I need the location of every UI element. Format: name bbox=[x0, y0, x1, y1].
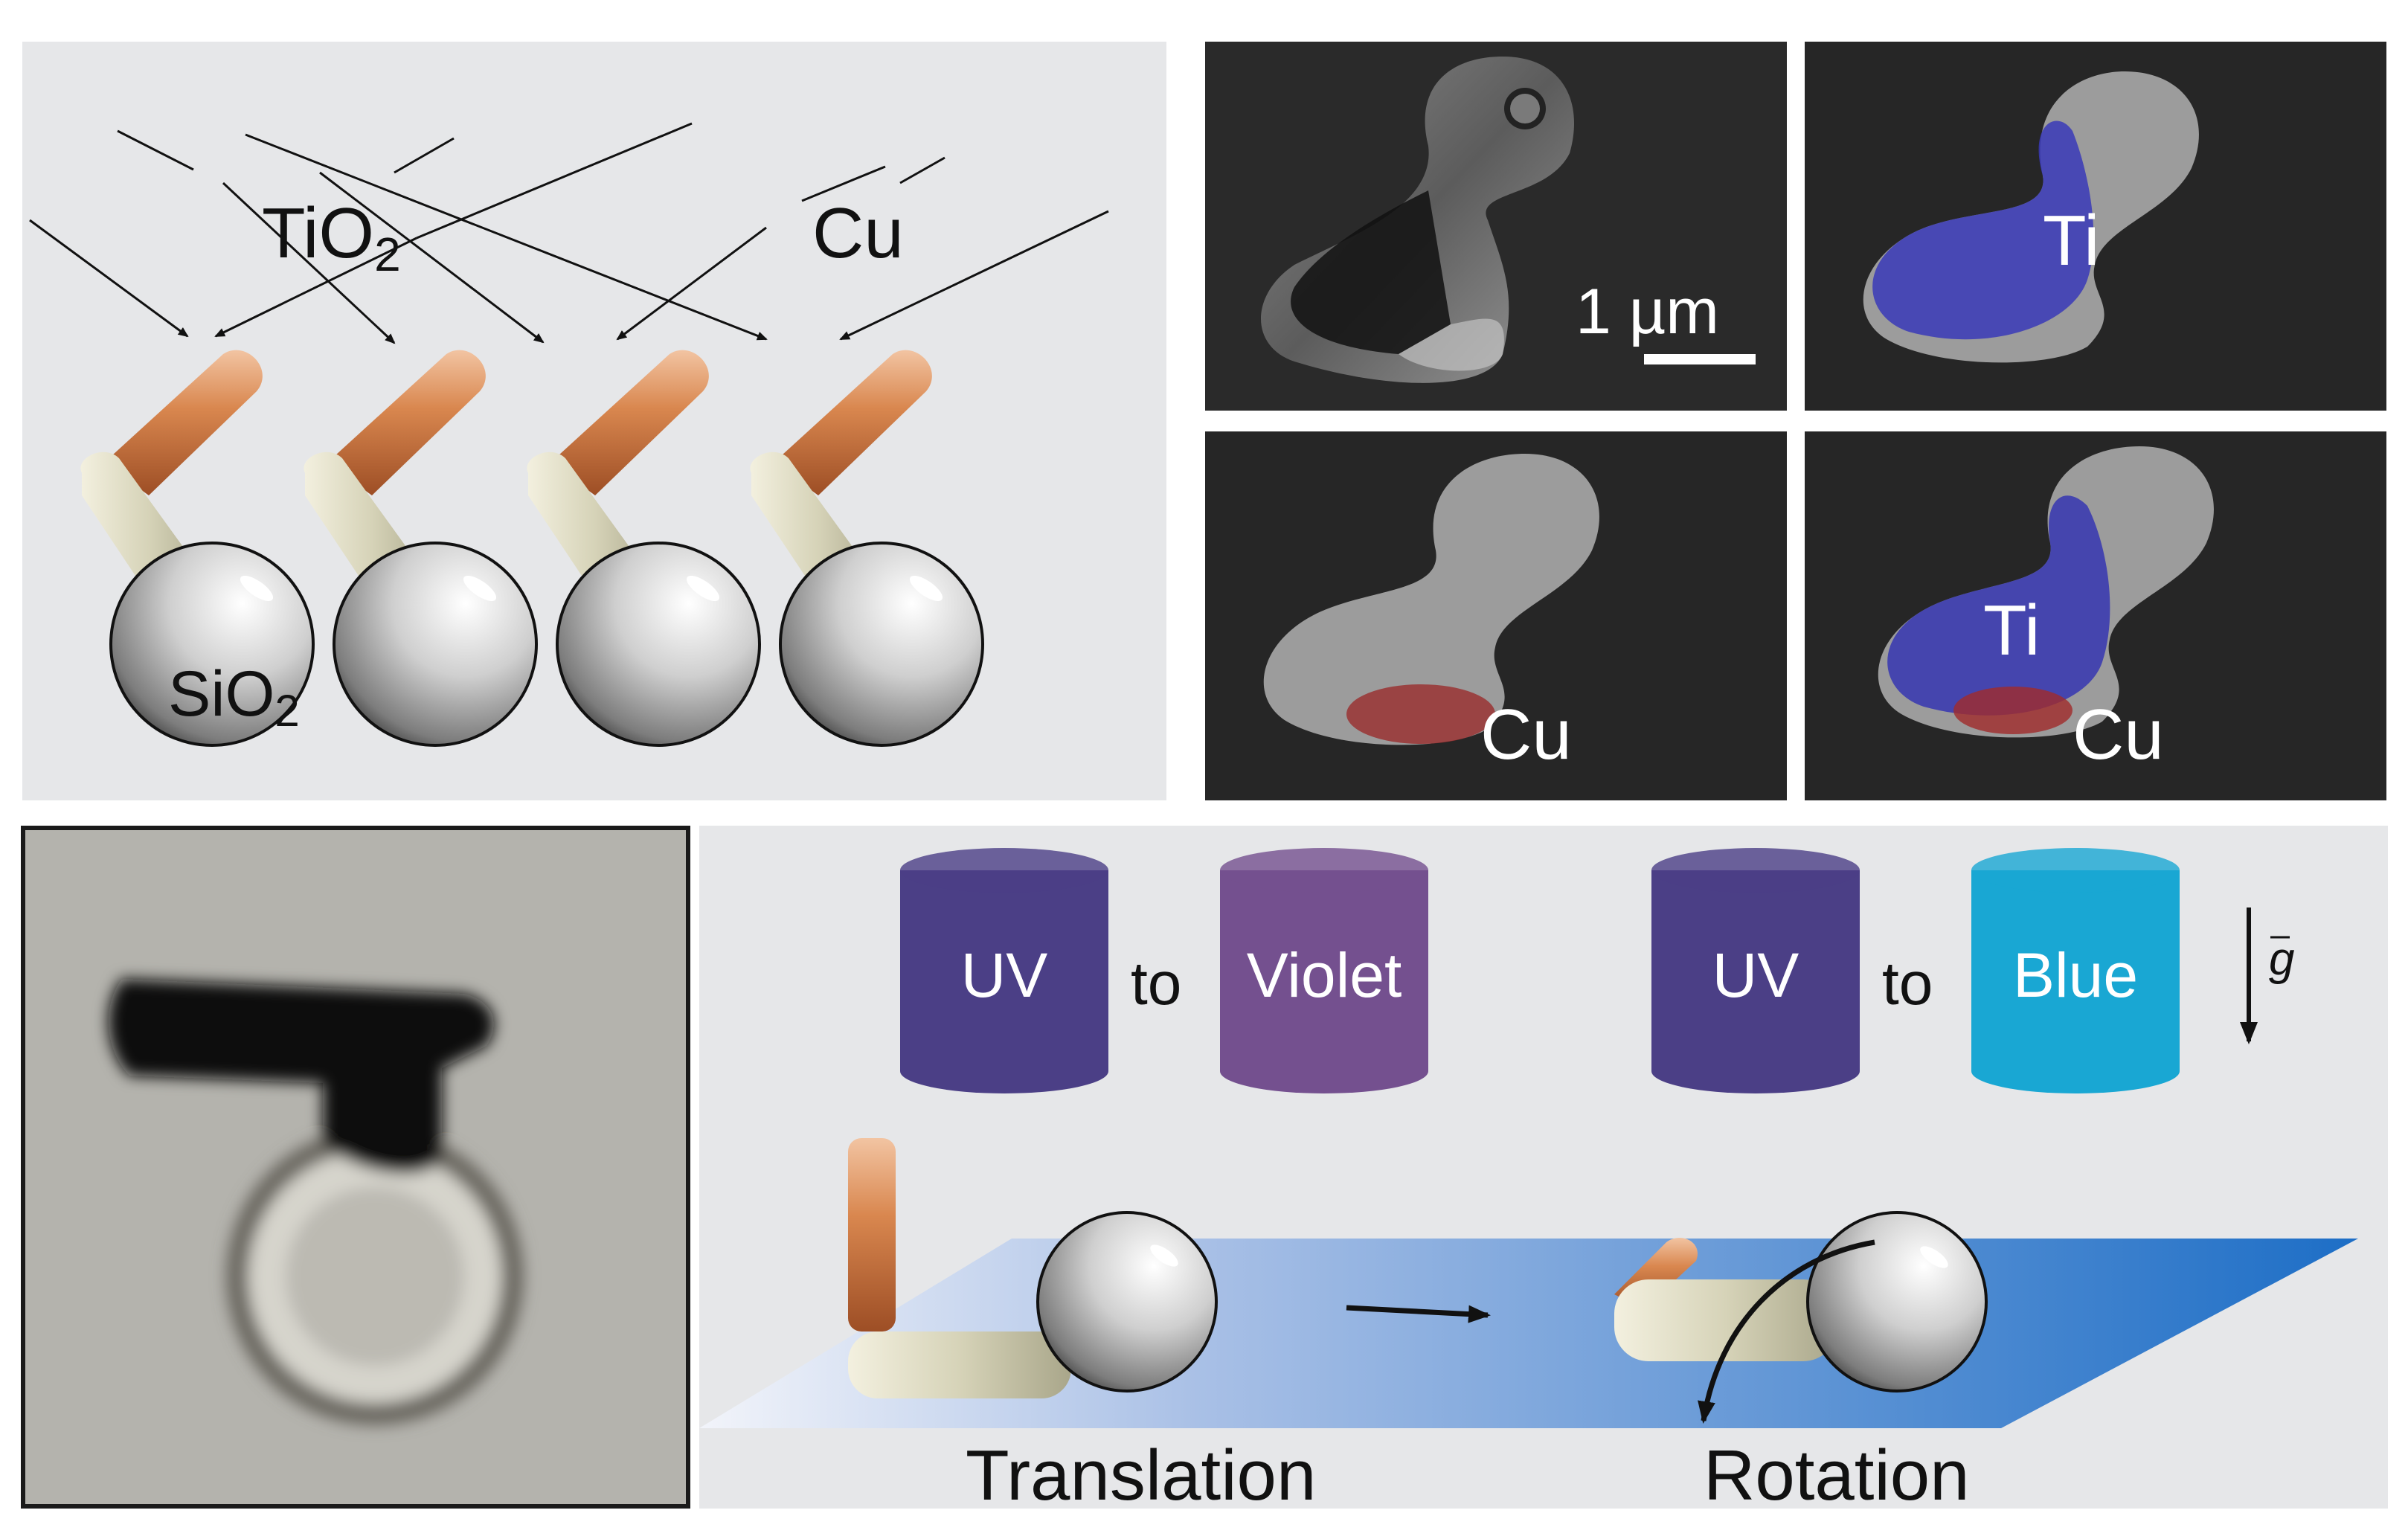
cylinder-top bbox=[1220, 848, 1428, 893]
rotation-arrow bbox=[1698, 1239, 1875, 1424]
rotating-structure bbox=[1614, 1211, 1988, 1392]
tio2-arm bbox=[1614, 1279, 1837, 1361]
tio2-label: TiO2 bbox=[262, 193, 401, 281]
optical-micrograph-panel bbox=[21, 826, 690, 1509]
scale-bar-label: 1 µm bbox=[1576, 276, 1719, 347]
tio2-arm bbox=[848, 1331, 1071, 1398]
svg-text:g: g bbox=[2269, 934, 2294, 985]
cylinder-body bbox=[1651, 870, 1860, 1093]
translating-structure bbox=[848, 1138, 1218, 1398]
translation-arrow bbox=[1346, 1305, 1491, 1323]
ti-map-label: Ti bbox=[2043, 201, 2099, 280]
sio2-label: SiO2 bbox=[168, 658, 300, 736]
scale-bar bbox=[1644, 354, 1756, 364]
cu-arm bbox=[550, 350, 709, 495]
cylinder-body bbox=[1220, 870, 1428, 1093]
edx-overlay-map: Ti Cu bbox=[1805, 431, 2386, 800]
sphere-highlight bbox=[240, 575, 274, 602]
cylinder-body bbox=[900, 870, 1108, 1093]
motion-modes-panel: UV Violet UV Blue to to g Translation Rotat… bbox=[699, 826, 2388, 1509]
sio2-sphere bbox=[1036, 1211, 1218, 1392]
light-label: Violet bbox=[1247, 940, 1402, 1010]
to-word-2: to bbox=[1882, 950, 1933, 1018]
gravity-indicator: g bbox=[2240, 908, 2294, 1044]
cylinder-top bbox=[1651, 848, 1860, 893]
sem-edx-panel: 1 µm Ti Cu Ti Cu bbox=[1205, 42, 2388, 800]
sio2-sphere bbox=[779, 542, 984, 747]
microstructure bbox=[80, 350, 315, 747]
cylinder-top bbox=[1971, 848, 2180, 893]
microstructure bbox=[750, 350, 984, 747]
motion-modes-diagram: UV Violet UV Blue to to g Translation Rotat… bbox=[699, 848, 2358, 1509]
cu-label: Cu bbox=[812, 193, 904, 273]
fabrication-schematic: TiO2 Cu SiO2 bbox=[29, 122, 1109, 747]
edx-cu-map: Cu bbox=[1205, 431, 1787, 800]
light-source: Violet bbox=[1220, 848, 1428, 1093]
cu-arm bbox=[104, 350, 263, 495]
overlay-cu-label: Cu bbox=[2073, 695, 2164, 774]
cylinder-top bbox=[900, 848, 1108, 893]
overlay-ti-label: Ti bbox=[1983, 591, 2040, 670]
sio2-sphere bbox=[333, 542, 538, 747]
sphere-highlight bbox=[686, 575, 720, 602]
light-label: Blue bbox=[2013, 940, 2138, 1010]
sphere-highlight bbox=[909, 575, 943, 602]
deposition-lines bbox=[29, 122, 1109, 344]
light-source: UV bbox=[1651, 848, 1860, 1093]
microstructure-array bbox=[80, 350, 984, 747]
sio2-sphere bbox=[556, 542, 761, 747]
sphere-highlight bbox=[1920, 1246, 1948, 1268]
light-label: UV bbox=[1712, 940, 1799, 1010]
light-source: Blue bbox=[1971, 848, 2180, 1093]
sphere-highlight bbox=[1150, 1244, 1178, 1267]
rotation-label: Rotation bbox=[1704, 1436, 1970, 1509]
sem-image: 1 µm bbox=[1205, 42, 1787, 411]
light-label: UV bbox=[961, 940, 1048, 1010]
light-source: UV bbox=[900, 848, 1108, 1093]
moving-structures bbox=[848, 1138, 1988, 1398]
translation-label: Translation bbox=[966, 1436, 1316, 1509]
sphere-highlight bbox=[463, 575, 497, 602]
cu-arm bbox=[327, 350, 486, 495]
cylinder-body bbox=[1971, 870, 2180, 1093]
cu-arm bbox=[774, 350, 932, 495]
cu-arm bbox=[848, 1138, 896, 1331]
microstructure bbox=[527, 350, 761, 747]
sio2-sphere bbox=[1806, 1211, 1988, 1392]
light-sources: UV Violet UV Blue bbox=[900, 848, 2180, 1093]
optical-micrograph bbox=[25, 830, 686, 1504]
fabrication-schematic-panel: TiO2 Cu SiO2 bbox=[22, 42, 1166, 800]
cu-map-label: Cu bbox=[1480, 695, 1572, 774]
edx-ti-map: Ti bbox=[1805, 42, 2386, 411]
microstructure bbox=[304, 350, 538, 747]
to-word-1: to bbox=[1131, 950, 1181, 1018]
